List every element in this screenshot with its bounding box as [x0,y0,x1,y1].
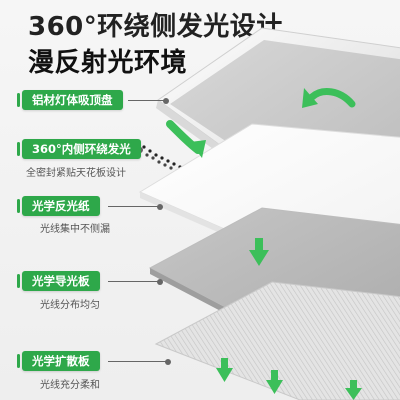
label-diffuser-plate: 光学扩散板 [17,351,100,371]
down-arrow-icon [166,120,206,158]
label-reflective-paper: 光学反光纸 [17,196,100,216]
label-360-side-glow: 360°内侧环绕发光 [17,139,141,159]
leader-line [128,97,169,104]
label-light-guide-plate: 光学导光板 [17,271,100,291]
caption-diffuser-plate: 光线充分柔和 [40,380,100,391]
down-arrow-icon [266,370,283,394]
headline-line-1: 360°环绕侧发光设计 [28,12,283,42]
down-arrow-icon [345,380,362,400]
caption-light-guide-plate: 光线分布均匀 [40,300,100,311]
headline-line-2: 漫反射光环境 [28,48,188,78]
caption-reflective-paper: 光线集中不侧漏 [40,224,110,235]
down-arrow-icon [216,358,233,382]
curved-arrow-icon [302,88,356,108]
down-arrow-icon [249,238,269,266]
leader-line [108,358,171,365]
caption-360-side-glow: 全密封紧贴天花板设计 [26,168,126,179]
leader-line [108,203,163,210]
leader-line [108,278,163,285]
label-aluminum-tray: 铝材灯体吸顶盘 [17,90,123,110]
